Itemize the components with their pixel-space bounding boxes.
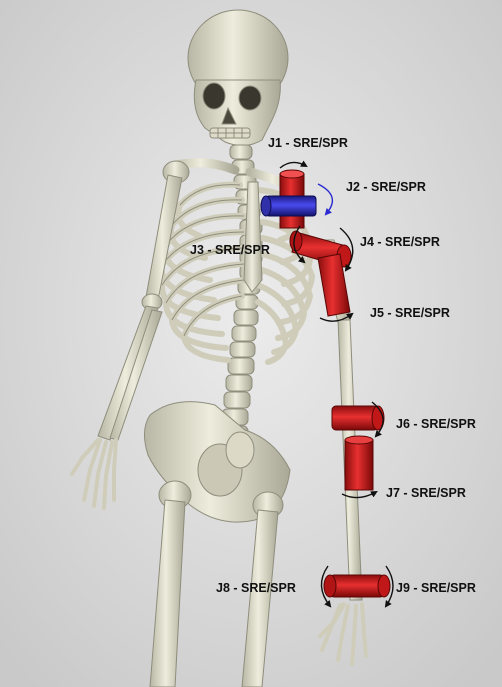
sacrum [226, 432, 254, 468]
label-j7: J7 - SRE/SPR [386, 486, 466, 500]
label-j1: J1 - SRE/SPR [268, 136, 348, 150]
label-j8: J8 - SRE/SPR [216, 581, 296, 595]
label-j4: J4 - SRE/SPR [360, 235, 440, 249]
label-j2: J2 - SRE/SPR [346, 180, 426, 194]
label-j9: J9 - SRE/SPR [396, 581, 476, 595]
label-j3: J3 - SRE/SPR [190, 243, 270, 257]
actuator-j8-j9 [324, 575, 390, 597]
label-j6: J6 - SRE/SPR [396, 417, 476, 431]
label-j5: J5 - SRE/SPR [370, 306, 450, 320]
actuator-j6 [332, 406, 384, 430]
actuator-j7 [345, 436, 373, 490]
actuator-j2 [261, 196, 316, 216]
